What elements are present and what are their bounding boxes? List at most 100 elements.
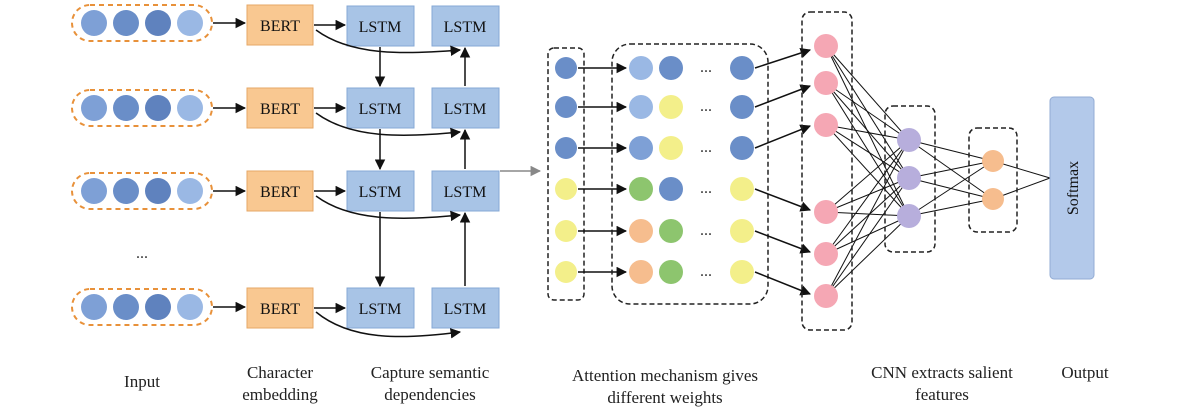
bert-box: BERT (246, 4, 314, 46)
weight-node (659, 95, 683, 119)
caption-cnn-line1: CNN extracts salient (871, 363, 1013, 382)
input-token-circle (81, 294, 107, 320)
weight-node (629, 177, 653, 201)
weights-ellipsis: ... (700, 263, 712, 280)
lstm-label: LSTM (444, 184, 487, 201)
lstm-label: LSTM (444, 301, 487, 318)
weight-node (730, 136, 754, 160)
caption-embedding-line1: Character (247, 363, 313, 382)
weights-ellipsis: ... (700, 180, 712, 197)
lstm-forward-box: LSTM (346, 5, 415, 47)
cnn-input-node (814, 71, 838, 95)
attention-input-node (555, 96, 577, 118)
weight-node (659, 56, 683, 80)
input-row-4 (71, 288, 213, 326)
lstm-forward-box: LSTM (346, 170, 415, 212)
lstm-label: LSTM (444, 101, 487, 118)
weight-node (659, 136, 683, 160)
input-token-circle (145, 178, 171, 204)
weight-node (730, 260, 754, 284)
bert-label: BERT (260, 301, 300, 318)
cnn-input-node (814, 113, 838, 137)
input-token-circle (81, 95, 107, 121)
lstm-label: LSTM (359, 301, 402, 318)
attention-input-node (555, 57, 577, 79)
input-token-circle (177, 10, 203, 36)
weight-node (730, 177, 754, 201)
input-token-circle (113, 294, 139, 320)
caption-output: Output (1061, 363, 1109, 382)
caption-embedding-line2: embedding (242, 385, 318, 404)
input-ellipsis: ... (136, 245, 148, 262)
cnn-hidden-layer (884, 105, 936, 253)
cnn-input-node (814, 242, 838, 266)
lstm-label: LSTM (359, 184, 402, 201)
lstm-forward-box: LSTM (346, 87, 415, 129)
bert-box: BERT (246, 87, 314, 129)
weight-node (629, 95, 653, 119)
bert-label: BERT (260, 18, 300, 35)
weight-node (659, 260, 683, 284)
weight-node (659, 177, 683, 201)
weight-node (659, 219, 683, 243)
lstm-forward-box: LSTM (346, 287, 415, 329)
weights-ellipsis: ... (700, 139, 712, 156)
weight-node (730, 95, 754, 119)
cnn-input-node (814, 284, 838, 308)
weight-node (629, 56, 653, 80)
bert-label: BERT (260, 101, 300, 118)
lstm-label: LSTM (359, 101, 402, 118)
weight-node (629, 260, 653, 284)
weights-ellipsis: ... (700, 59, 712, 76)
input-token-circle (177, 178, 203, 204)
caption-attention-line1: Attention mechanism gives (572, 366, 758, 385)
cnn-hidden-node (897, 204, 921, 228)
weight-node (730, 219, 754, 243)
attention-weight-matrix (611, 43, 769, 305)
input-token-circle (81, 178, 107, 204)
caption-capture-line1: Capture semantic (371, 363, 490, 382)
weight-node (730, 56, 754, 80)
attention-input-column (547, 47, 585, 301)
bert-label: BERT (260, 184, 300, 201)
weights-ellipsis: ... (700, 98, 712, 115)
input-token-circle (145, 294, 171, 320)
lstm-backward-box: LSTM (431, 87, 500, 129)
lstm-backward-box: LSTM (431, 5, 500, 47)
bert-box: BERT (246, 170, 314, 212)
caption-cnn-line2: features (915, 385, 969, 404)
cnn-fully-connected-lines (825, 45, 1051, 297)
lstm-backward-box: LSTM (431, 170, 500, 212)
bert-box: BERT (246, 287, 314, 329)
input-token-circle (81, 10, 107, 36)
weight-node (629, 136, 653, 160)
cnn-output-layer (968, 127, 1018, 233)
cnn-hidden-node (897, 128, 921, 152)
attention-input-node (555, 261, 577, 283)
caption-capture-line2: dependencies (384, 385, 476, 404)
input-to-bert-arrows (213, 17, 247, 313)
input-row-3 (71, 172, 213, 210)
caption-attention-line2: different weights (607, 388, 722, 407)
input-row-1 (71, 4, 213, 42)
cnn-input-layer (801, 11, 853, 331)
input-token-circle (113, 178, 139, 204)
softmax-box: Softmax (1049, 96, 1095, 280)
lstm-connection-arrows (315, 29, 471, 339)
cnn-input-node (814, 200, 838, 224)
attention-to-cnn-arrows (754, 47, 811, 296)
input-token-circle (177, 95, 203, 121)
lstm-label: LSTM (444, 19, 487, 36)
attention-input-arrows (578, 62, 628, 278)
lstm-backward-box: LSTM (431, 287, 500, 329)
softmax-label: Softmax (1065, 161, 1082, 215)
cnn-output-node (982, 150, 1004, 172)
weight-node (629, 219, 653, 243)
input-token-circle (113, 95, 139, 121)
lstm-label: LSTM (359, 19, 402, 36)
input-row-2 (71, 89, 213, 127)
attention-input-node (555, 220, 577, 242)
cnn-output-node (982, 188, 1004, 210)
input-token-circle (145, 95, 171, 121)
